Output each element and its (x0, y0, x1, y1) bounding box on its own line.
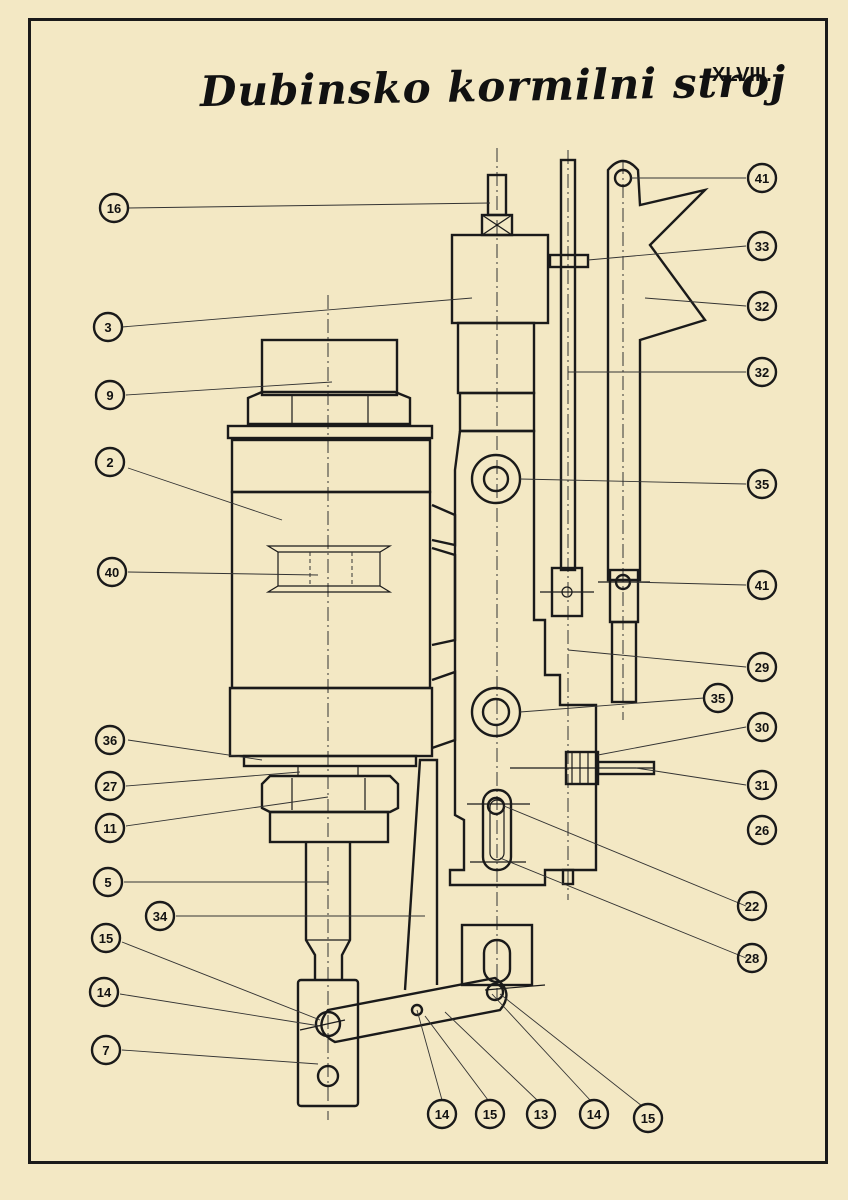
svg-text:5: 5 (104, 875, 111, 890)
callout-15-bottom-b: 15 (632, 1102, 664, 1134)
svg-text:29: 29 (755, 660, 769, 675)
svg-text:9: 9 (106, 388, 113, 403)
callout-34: 34 (144, 900, 176, 932)
top-cap (226, 338, 434, 440)
callout-bubbles: 16 3 9 2 40 36 27 11 5 34 15 14 7 41 33 … (88, 162, 778, 1134)
bracket (403, 758, 439, 991)
svg-text:13: 13 (534, 1107, 548, 1122)
callout-28: 28 (736, 942, 768, 974)
leader-lines (119, 177, 747, 1107)
callout-16: 16 (98, 192, 130, 224)
callout-9: 9 (94, 379, 126, 411)
callout-35-lower: 35 (702, 682, 734, 714)
svg-text:22: 22 (745, 899, 759, 914)
callout-36: 36 (94, 724, 126, 756)
svg-text:36: 36 (103, 733, 117, 748)
svg-text:15: 15 (483, 1107, 497, 1122)
worm-screw (510, 750, 656, 786)
callout-3: 3 (92, 311, 124, 343)
control-lever (598, 159, 709, 704)
callout-13: 13 (525, 1098, 557, 1130)
svg-text:15: 15 (99, 931, 113, 946)
push-rod (540, 158, 594, 886)
svg-text:34: 34 (153, 909, 168, 924)
plate-number: XLVIII. (712, 64, 772, 86)
svg-text:40: 40 (105, 565, 119, 580)
svg-text:28: 28 (745, 951, 759, 966)
drawing-border (28, 18, 828, 1164)
callout-7: 7 (90, 1034, 122, 1066)
svg-text:27: 27 (103, 779, 117, 794)
callout-31: 31 (746, 769, 778, 801)
callout-41-lower: 41 (746, 569, 778, 601)
output-shaft (304, 842, 352, 980)
inspection-window (265, 545, 393, 593)
callout-14-bottom-b: 14 (578, 1098, 610, 1130)
callout-14-bottom-a: 14 (426, 1098, 458, 1130)
callout-2: 2 (94, 446, 126, 478)
svg-text:33: 33 (755, 239, 769, 254)
callout-40: 40 (96, 556, 128, 588)
svg-text:14: 14 (97, 985, 112, 1000)
callout-22: 22 (736, 890, 768, 922)
svg-text:32: 32 (755, 365, 769, 380)
svg-text:35: 35 (755, 477, 769, 492)
svg-text:15: 15 (641, 1111, 655, 1126)
callout-32-lever: 32 (746, 290, 778, 322)
svg-text:26: 26 (755, 823, 769, 838)
callout-33: 33 (746, 230, 778, 262)
svg-text:41: 41 (755, 171, 769, 186)
callout-15: 15 (90, 922, 122, 954)
svg-text:7: 7 (102, 1043, 109, 1058)
callout-30: 30 (746, 711, 778, 743)
svg-text:41: 41 (755, 578, 769, 593)
svg-text:3: 3 (104, 320, 111, 335)
callout-41: 41 (746, 162, 778, 194)
callout-35-upper: 35 (746, 468, 778, 500)
svg-text:35: 35 (711, 691, 725, 706)
callout-26: 26 (746, 814, 778, 846)
svg-text:14: 14 (587, 1107, 602, 1122)
callout-15-bottom-a: 15 (474, 1098, 506, 1130)
callout-5: 5 (92, 866, 124, 898)
svg-text:31: 31 (755, 778, 769, 793)
svg-text:30: 30 (755, 720, 769, 735)
svg-text:2: 2 (106, 455, 113, 470)
svg-text:14: 14 (435, 1107, 450, 1122)
callout-32-rod: 32 (746, 356, 778, 388)
callout-14: 14 (88, 976, 120, 1008)
lower-nut (260, 766, 400, 844)
svg-text:16: 16 (107, 201, 121, 216)
callout-29: 29 (746, 651, 778, 683)
svg-text:11: 11 (103, 821, 117, 836)
callout-27: 27 (94, 770, 126, 802)
motor-housing (228, 438, 457, 768)
svg-text:32: 32 (755, 299, 769, 314)
callout-11: 11 (94, 812, 126, 844)
